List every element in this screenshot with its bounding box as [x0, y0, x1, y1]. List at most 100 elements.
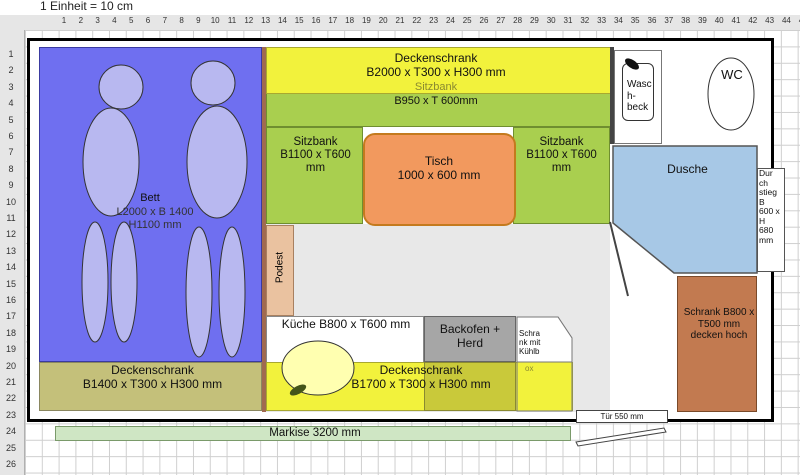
row-number: 2	[8, 65, 14, 76]
waschbecken-basin	[622, 63, 654, 121]
row-number: 3	[8, 81, 14, 92]
column-number: 45	[795, 16, 800, 25]
sitzbank-top-label: B950 x T 600mm	[394, 95, 478, 107]
schrank-right	[677, 276, 757, 412]
person-leg-right-b	[218, 226, 246, 358]
row-number: 7	[8, 147, 14, 158]
column-number: 37	[664, 16, 674, 25]
column-number: 28	[513, 16, 523, 25]
row-number: 13	[5, 245, 16, 256]
person-leg-left-a	[81, 221, 109, 343]
backofen-lower	[424, 362, 516, 411]
podest	[266, 225, 294, 316]
bett-dims: L2000 x B 1400 H1100 mm	[116, 206, 194, 231]
column-number: 16	[311, 16, 321, 25]
wc-icon	[707, 57, 755, 131]
column-number: 36	[647, 16, 657, 25]
column-number: 1	[61, 16, 67, 25]
row-number: 23	[5, 409, 16, 420]
column-number: 3	[95, 16, 100, 25]
column-number: 35	[630, 16, 640, 25]
column-number: 42	[748, 16, 758, 25]
row-number: 26	[5, 459, 16, 469]
scale-note: 1 Einheit = 10 cm	[40, 0, 134, 13]
column-number: 24	[445, 16, 455, 25]
partition-wall	[262, 47, 266, 412]
column-number: 14	[277, 16, 287, 25]
person-torso-left	[82, 107, 140, 217]
person-torso-right	[186, 105, 248, 219]
tuer-swing	[575, 427, 667, 447]
row-number: 6	[8, 131, 14, 141]
row-number: 17	[5, 311, 16, 322]
schrank-right-label: Schrank B800 x T500 mm decken hoch	[683, 307, 755, 341]
deckenschrank-top-label: Deckenschrank B2000 x T300 x H300 mm	[366, 51, 506, 79]
column-number: 38	[681, 16, 691, 25]
sitzbank-right-label: Sitzbank B1100 x T600 mm	[526, 136, 597, 175]
column-number: 44	[781, 16, 791, 25]
tisch-label: Tisch 1000 x 600 mm	[397, 154, 481, 182]
column-number: 19	[361, 16, 371, 25]
tisch	[363, 133, 516, 226]
dusche-label: Dusche	[667, 162, 708, 176]
tuer-label: Tür 550 mm	[600, 412, 644, 421]
row-number: 22	[5, 393, 16, 404]
sitzbank-left	[266, 127, 363, 224]
row-number: 9	[8, 180, 14, 191]
column-number: 12	[244, 16, 254, 25]
podest-label: Podest	[274, 251, 286, 284]
row-number: 12	[5, 229, 16, 240]
schrank-kuehl-label: Schra nk mit Kühlb	[519, 329, 541, 357]
column-number: 15	[294, 16, 304, 25]
column-number: 4	[112, 16, 117, 25]
row-number: 4	[8, 98, 14, 109]
row-number: 11	[6, 213, 16, 223]
column-number: 5	[128, 16, 134, 25]
waschbecken-label: Wasc h- beck	[627, 79, 652, 113]
person-head-right	[190, 60, 236, 106]
schrank-kuehl-shape	[516, 316, 573, 412]
row-number: 24	[5, 426, 16, 437]
person-leg-left-b	[110, 221, 138, 343]
column-number: 43	[765, 16, 775, 25]
row-number: 19	[5, 344, 16, 355]
wc-label: WC	[721, 67, 743, 82]
column-number: 20	[378, 16, 388, 25]
sitzbank-left-label: Sitzbank B1100 x T600 mm	[280, 136, 351, 175]
column-number: 8	[179, 16, 184, 25]
deckenschrank-left-label: Deckenschrank B1400 x T300 x H300 mm	[82, 363, 223, 391]
column-number: 40	[714, 16, 724, 25]
sink-icon	[281, 340, 355, 396]
column-number: 30	[546, 16, 556, 25]
tap-icon	[625, 58, 639, 70]
bath-door-line	[609, 221, 629, 297]
people-figures	[81, 60, 248, 358]
column-number: 7	[162, 16, 168, 25]
column-number: 9	[196, 16, 201, 25]
markise-label: Markise 3200 mm	[269, 427, 361, 439]
backofen-label: Backofen + Herd	[439, 322, 501, 350]
column-number: 2	[78, 16, 84, 25]
column-number: 26	[479, 16, 489, 25]
row-number: 25	[5, 442, 16, 453]
deckenschrank-bottom-label: Deckenschrank B1700 x T300 x H300 mm	[351, 363, 491, 391]
column-number: 10	[210, 16, 220, 25]
column-number: 41	[731, 16, 741, 25]
column-number: 27	[496, 16, 506, 25]
column-number: 17	[328, 16, 338, 25]
person-leg-right-a	[185, 226, 213, 358]
durchstieg	[757, 168, 785, 272]
row-number: 8	[8, 163, 14, 174]
column-number: 25	[462, 16, 472, 25]
column-number: 18	[345, 16, 355, 25]
row-number: 14	[5, 262, 16, 273]
column-number: 32	[580, 16, 590, 25]
column-number: 11	[227, 16, 237, 25]
column-number: 33	[597, 16, 607, 25]
column-number: 22	[412, 16, 422, 25]
durchstieg-label: Dur ch stieg B 600 x H 680 mm	[759, 168, 780, 245]
person-head-left	[98, 64, 144, 110]
